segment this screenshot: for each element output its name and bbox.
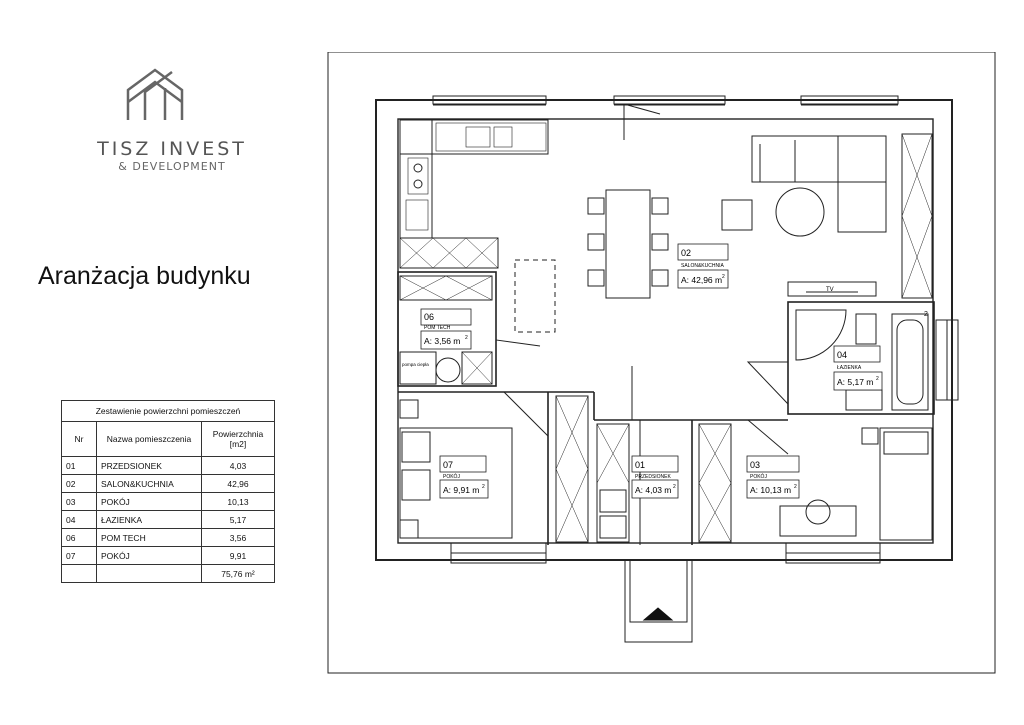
room-name: POM TECH (424, 325, 451, 331)
room-area: A: 5,17 m (837, 377, 873, 387)
header-nr: Nr (61, 421, 97, 457)
header-room-name: Nazwa pomieszczenia (96, 421, 202, 457)
brand-block: TISZ INVEST & DEVELOPMENT (60, 60, 270, 180)
row-nr: 06 (61, 528, 97, 547)
row-name: POKÓJ (96, 492, 202, 511)
floor-plan: 02 SALON&KUCHNIA A: 42,96 m 2 06 POM TEC… (327, 52, 996, 674)
row-nr: 03 (61, 492, 97, 511)
table-row: 07 POKÓJ 9,91 (61, 546, 275, 565)
window-bottom-right (785, 542, 881, 564)
table-row: 04 ŁAZIENKA 5,17 (61, 510, 275, 529)
room-nr: 07 (443, 460, 453, 470)
room-area: A: 10,13 m (750, 485, 791, 495)
row-area: 4,03 (201, 456, 275, 475)
entrance-porch (624, 559, 693, 643)
window-top-left (432, 95, 547, 106)
living-wardrobe (901, 133, 933, 299)
row-area: 5,17 (201, 510, 275, 529)
house-outline-logo-icon (126, 68, 184, 120)
kitchen-counter (399, 119, 549, 239)
heat-pump-label: pompa ciepła (402, 362, 429, 367)
room-label-02: 02 SALON&KUCHNIA A: 42,96 m 2 (677, 243, 729, 289)
bathroom-walls (746, 301, 935, 415)
area-summary-table: Zestawienie powierzchni pomieszczeń Nr N… (61, 400, 275, 583)
entrance-arrow-icon (642, 607, 674, 621)
sofa (751, 135, 887, 233)
svg-text:2: 2 (482, 484, 485, 490)
room-name: POKÓJ (750, 473, 767, 480)
header-area: Powierzchnia [m2] (201, 421, 275, 457)
door-swing-top (623, 103, 661, 140)
row-area: 9,91 (201, 546, 275, 565)
table-total-row: 75,76 m² (61, 564, 275, 583)
kitchen-island (514, 259, 556, 333)
window-right-bathroom (935, 319, 959, 401)
row-area: 3,56 (201, 528, 275, 547)
room-area: A: 42,96 m (681, 275, 722, 285)
svg-text:2: 2 (876, 376, 879, 382)
table-caption: Zestawienie powierzchni pomieszczeń (61, 400, 275, 422)
svg-text:2: 2 (465, 335, 468, 341)
room-label-07: 07 POKÓJ A: 9,91 m 2 (439, 455, 489, 499)
room-nr: 02 (681, 248, 691, 258)
window-bottom-left (450, 542, 547, 564)
room-area: A: 9,91 m (443, 485, 479, 495)
tech-room-walls (397, 271, 541, 387)
table-row: 02 SALON&KUCHNIA 42,96 (61, 474, 275, 493)
row-name: POM TECH (96, 528, 202, 547)
room-label-04: 04 ŁAZIENKA A: 5,17 m 2 (833, 345, 883, 391)
coffee-table (775, 187, 825, 237)
row-nr: 07 (61, 546, 97, 565)
room-area: A: 3,56 m (424, 336, 460, 346)
bath-mark-label: 2 (924, 311, 928, 318)
svg-text:2: 2 (794, 484, 797, 490)
brand-name: TISZ INVEST (97, 138, 247, 160)
bedroom-07-furniture (399, 399, 513, 539)
hall-walls (398, 366, 789, 545)
brand-subtitle: & DEVELOPMENT (118, 160, 226, 173)
hall-wardrobes (555, 395, 732, 543)
row-name: PRZEDSIONEK (96, 456, 202, 475)
room-nr: 06 (424, 312, 434, 322)
total-area: 75,76 m² (201, 564, 275, 583)
tv-unit (787, 281, 877, 297)
room-label-01: 01 PRZEDSIONEK A: 4,03 m 2 (631, 455, 679, 499)
armchair (721, 199, 753, 231)
window-top-center (613, 95, 726, 106)
room-label-06: 06 POM TECH A: 3,56 m 2 (420, 308, 472, 350)
room-name: POKÓJ (443, 473, 460, 480)
row-nr: 02 (61, 474, 97, 493)
room-label-03: 03 POKÓJ A: 10,13 m 2 (746, 455, 800, 499)
kitchen-wardrobe (399, 237, 499, 269)
table-row: 03 POKÓJ 10,13 (61, 492, 275, 511)
room-nr: 01 (635, 460, 645, 470)
row-area: 10,13 (201, 492, 275, 511)
room-name: SALON&KUCHNIA (681, 263, 724, 269)
room-area: A: 4,03 m (635, 485, 671, 495)
page-title: Aranżacja budynku (38, 262, 251, 290)
row-nr: 01 (61, 456, 97, 475)
room-name: ŁAZIENKA (837, 365, 862, 371)
window-top-right (800, 95, 899, 106)
row-name: SALON&KUCHNIA (96, 474, 202, 493)
room-name: PRZEDSIONEK (635, 474, 672, 480)
dining-table (587, 189, 669, 299)
row-name: POKÓJ (96, 546, 202, 565)
svg-text:2: 2 (722, 274, 725, 280)
row-name: ŁAZIENKA (96, 510, 202, 529)
tv-label: TV (826, 287, 834, 293)
row-area: 42,96 (201, 474, 275, 493)
svg-text:2: 2 (673, 484, 676, 490)
bedroom-03-furniture (779, 427, 933, 541)
room-nr: 04 (837, 350, 847, 360)
row-nr: 04 (61, 510, 97, 529)
table-row: 01 PRZEDSIONEK 4,03 (61, 456, 275, 475)
room-nr: 03 (750, 460, 760, 470)
table-row: 06 POM TECH 3,56 (61, 528, 275, 547)
plan-frame (327, 52, 996, 674)
